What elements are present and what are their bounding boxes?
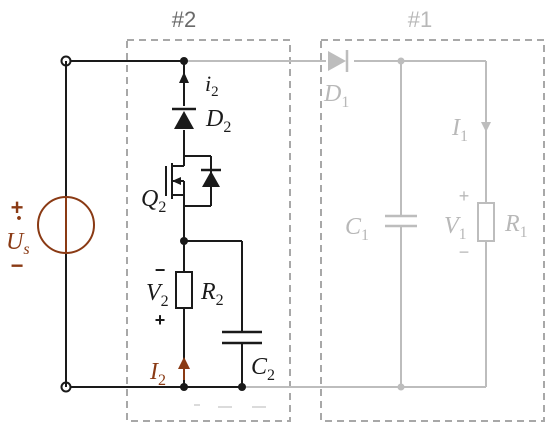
- current-i2-arrow: [179, 72, 189, 83]
- block-1-circuit: [184, 60, 487, 388]
- resistor-r2: [175, 271, 193, 309]
- source-dot: ·: [15, 206, 23, 232]
- label-q2: Q2: [141, 186, 166, 216]
- label-c1: C1: [345, 214, 369, 244]
- node-mid-junction: [180, 237, 188, 245]
- source-label: Us: [6, 229, 30, 258]
- node-c1-bottom: [397, 383, 405, 391]
- resistor-r1: [477, 202, 495, 242]
- label-i1: I1: [451, 115, 468, 145]
- capacitor-c1: [385, 214, 417, 228]
- label-I2: I2: [149, 359, 166, 389]
- label-v2: V2: [146, 280, 169, 310]
- label-v1: V1: [444, 213, 467, 243]
- mosfet-q2-body-diode: [201, 168, 221, 187]
- diode-d1: [328, 50, 349, 72]
- source-minus: −: [11, 253, 24, 278]
- label-v1-plus: +: [459, 186, 470, 206]
- voltage-source-us: [37, 61, 95, 387]
- label-d2: D2: [205, 106, 231, 136]
- current-i1-arrow: [481, 122, 491, 132]
- capacitor-c2: [222, 330, 262, 345]
- current-I2-arrow: [178, 357, 190, 369]
- block-2-label: #2: [172, 7, 196, 32]
- mosfet-q2-arrow: [172, 177, 181, 185]
- source-plus: +: [11, 195, 24, 220]
- label-v2-minus: −: [155, 260, 166, 280]
- block-1-box: [320, 39, 545, 422]
- faded-ground-marks: [194, 404, 266, 408]
- label-v2-plus: +: [155, 310, 166, 330]
- diode-d2: [172, 107, 196, 129]
- block-2-box: [126, 39, 291, 422]
- node-top-junction: [180, 57, 188, 65]
- node-c1-top: [397, 57, 405, 65]
- label-d1: D1: [323, 81, 349, 111]
- node-bottom-junction: [180, 383, 188, 391]
- label-i2: i2: [205, 71, 219, 100]
- label-r1: R1: [504, 211, 528, 241]
- label-c2: C2: [251, 354, 275, 384]
- label-r2: R2: [200, 279, 224, 309]
- label-v1-minus: −: [459, 242, 470, 262]
- node-c2-bottom: [238, 383, 246, 391]
- block-1-label: #1: [408, 7, 432, 32]
